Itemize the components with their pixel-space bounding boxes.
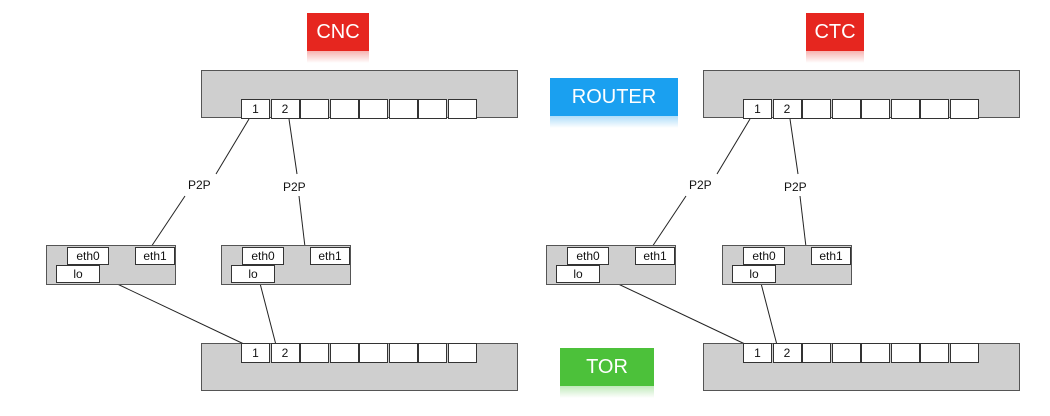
router-chassis-ctc-port-4 [831, 99, 861, 119]
host-a-ctc-eth0: eth0 [567, 247, 609, 265]
router-chassis-cnc-port-8 [447, 99, 477, 119]
tor-chassis-ctc-port-8 [949, 343, 979, 363]
link-cnc-r2-lower [298, 195, 306, 248]
site-label-ctc: CTC [806, 13, 864, 51]
tor-chassis-cnc-port-8 [447, 343, 477, 363]
link-cnc-r1-lower [150, 195, 186, 248]
tor-chassis-ctc-port-7 [920, 343, 949, 363]
link-ctc-r2-upper [789, 118, 799, 175]
host-a-cnc-eth0: eth0 [67, 247, 109, 265]
p2p-label-ctc-2: P2P [784, 180, 807, 194]
link-cnc-r1-upper [215, 118, 250, 175]
router-chassis-cnc-port-2: 2 [270, 99, 300, 119]
p2p-label-cnc-2: P2P [283, 180, 306, 194]
host-b-ctc-lo: lo [732, 265, 776, 283]
router-chassis-cnc-port-1: 1 [241, 99, 270, 119]
tor-chassis-ctc-port-4 [831, 343, 861, 363]
router-chassis-cnc-port-7 [418, 99, 447, 119]
host-a-ctc-eth1: eth1 [635, 247, 675, 265]
tor-chassis-cnc-port-4 [329, 343, 359, 363]
tor-chassis-cnc-port-2: 2 [270, 343, 300, 363]
host-a-cnc-lo: lo [56, 265, 100, 283]
router-chassis-ctc-port-5 [861, 99, 890, 119]
tor-chassis-cnc-port-3 [300, 343, 329, 363]
host-b-cnc-eth1: eth1 [310, 247, 350, 265]
host-a-ctc-lo: lo [556, 265, 600, 283]
router-label: ROUTER [550, 78, 678, 116]
tor-label: TOR [560, 348, 654, 386]
tor-chassis-ctc-port-2: 2 [772, 343, 802, 363]
tor-chassis-cnc-port-5 [359, 343, 388, 363]
tor-label-reflection [560, 386, 654, 398]
tor-chassis-ctc-port-1: 1 [743, 343, 772, 363]
router-chassis-cnc-port-3 [300, 99, 329, 119]
router-chassis-ctc-port-6 [890, 99, 920, 119]
p2p-label-cnc-1: P2P [188, 178, 211, 192]
router-chassis-ctc-port-2: 2 [772, 99, 802, 119]
site-label-cnc: CNC [307, 13, 369, 51]
p2p-label-ctc-1: P2P [689, 178, 712, 192]
host-b-cnc-eth0: eth0 [242, 247, 284, 265]
site-label-cnc-reflection [307, 51, 369, 63]
link-ctc-r2-lower [799, 195, 807, 248]
host-b-ctc-eth0: eth0 [743, 247, 785, 265]
link-cnc-r2-upper [288, 118, 298, 175]
tor-chassis-ctc-port-3 [802, 343, 831, 363]
router-chassis-cnc-port-5 [359, 99, 388, 119]
router-chassis-cnc-port-6 [388, 99, 418, 119]
router-label-reflection [550, 116, 678, 128]
host-b-ctc-eth1: eth1 [811, 247, 851, 265]
tor-chassis-cnc-port-1: 1 [241, 343, 270, 363]
tor-chassis-cnc-port-7 [418, 343, 447, 363]
router-chassis-cnc-port-4 [329, 99, 359, 119]
host-b-cnc-lo: lo [231, 265, 275, 283]
router-chassis-ctc-port-3 [802, 99, 831, 119]
site-label-ctc-reflection [806, 51, 864, 63]
tor-chassis-cnc-port-6 [388, 343, 418, 363]
router-chassis-ctc-port-8 [949, 99, 979, 119]
link-ctc-r1-upper [716, 118, 751, 175]
tor-chassis-ctc-port-5 [861, 343, 890, 363]
host-a-cnc-eth1: eth1 [135, 247, 175, 265]
router-chassis-ctc-port-7 [920, 99, 949, 119]
router-chassis-ctc-port-1: 1 [743, 99, 772, 119]
tor-chassis-ctc-port-6 [890, 343, 920, 363]
link-ctc-r1-lower [651, 195, 687, 248]
